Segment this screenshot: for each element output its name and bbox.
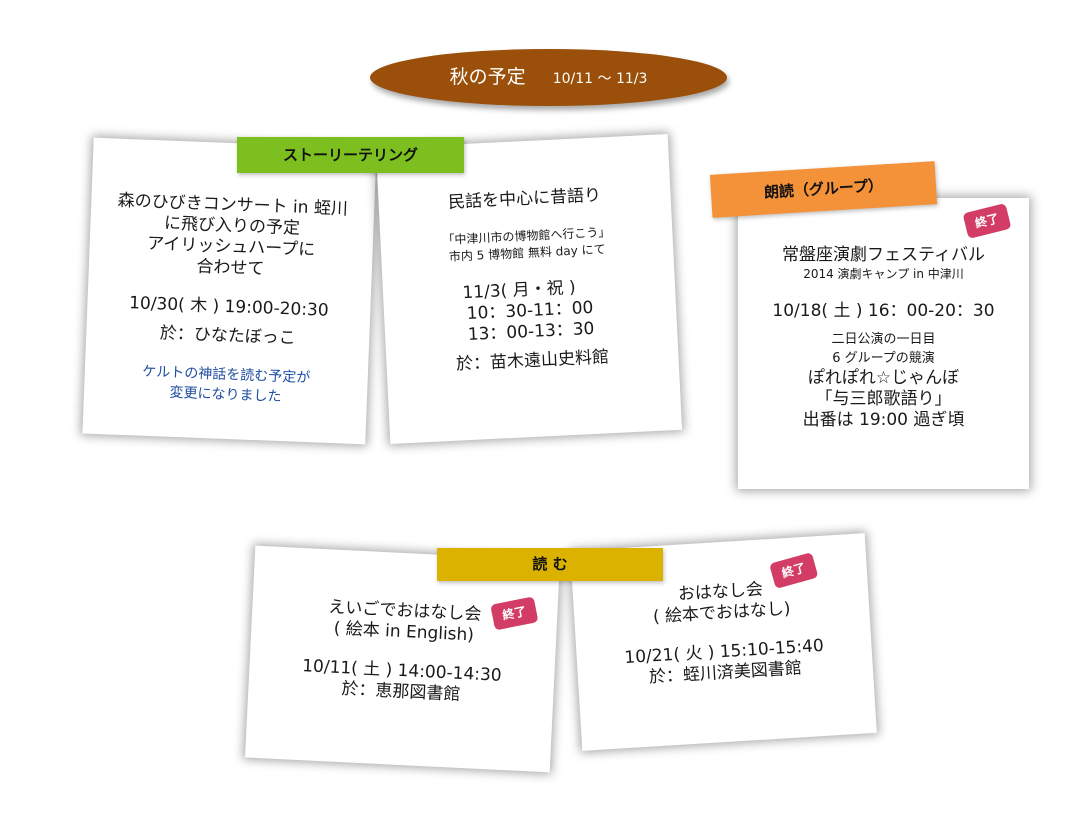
schedule-period: 10/11 〜 11/3 — [552, 71, 648, 87]
stamp-label: 終了 — [501, 604, 528, 623]
card-subtitle: 2014 演劇キャンプ in 中津川 — [803, 267, 964, 281]
tag-label: 朗読（グループ） — [763, 176, 884, 202]
card-group-line: 出番は 19:00 過ぎ頃 — [802, 410, 965, 430]
stamp-label: 終了 — [973, 211, 1001, 231]
card-note: 二日公演の一日目 — [831, 332, 936, 347]
stamp-label: 終了 — [780, 560, 808, 581]
card-theater-festival: 常盤座演劇フェスティバル 2014 演劇キャンプ in 中津川 10/18( 土… — [738, 198, 1029, 489]
card-title: 常盤座演劇フェスティバル — [782, 245, 985, 265]
card-group-line: 「与三郎歌語り」 — [815, 389, 952, 409]
finished-stamp: 終了 — [962, 203, 1012, 239]
card-group-line: ぽれぽれ☆じゃんぼ — [807, 368, 960, 388]
tag-label: 読 む — [532, 555, 568, 573]
tag-label: ストーリーテリング — [282, 146, 418, 164]
tag-reading: 読 む — [437, 548, 663, 581]
card-datetime: 10/18( 土 ) 16：00-20：30 — [772, 301, 995, 321]
schedule-title: 秋の予定 — [449, 66, 526, 88]
schedule-header: 秋の予定 10/11 〜 11/3 — [370, 49, 727, 106]
card-note: 6 グループの競演 — [832, 351, 935, 366]
tag-storytelling: ストーリーテリング — [237, 137, 464, 173]
card-forest-concert: 森のひびきコンサート in 蛭川 に飛び入りの予定 アイリッシュハープに 合わせ… — [82, 137, 377, 445]
card-folktale: 民話を中心に昔語り 「中津川市の博物館へ行こう」 市内 5 博物館 無料 day… — [375, 134, 683, 444]
